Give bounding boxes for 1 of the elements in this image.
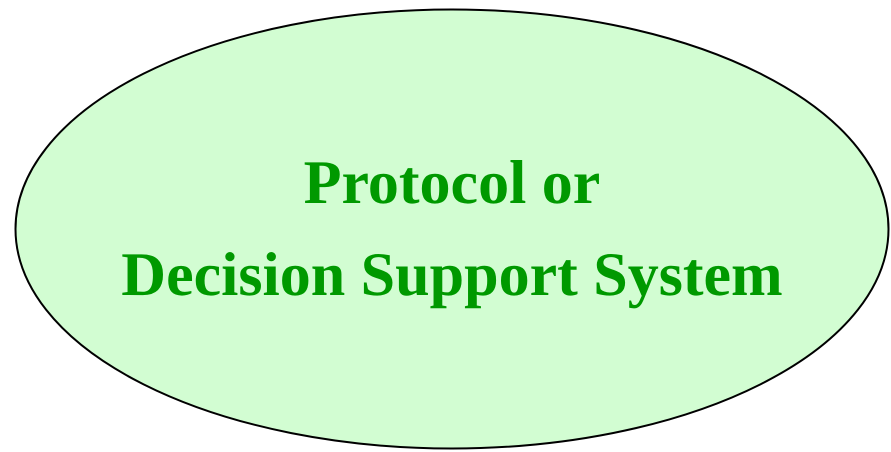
node-label: Protocol or Decision Support System [121, 148, 783, 311]
